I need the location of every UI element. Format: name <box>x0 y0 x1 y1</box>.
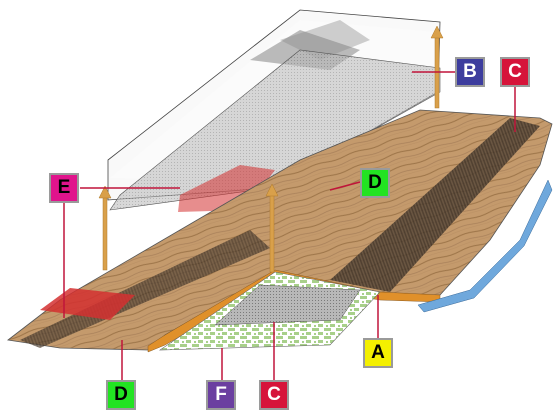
label-f: F <box>206 380 236 410</box>
base-layers <box>158 271 381 351</box>
leader-lines <box>63 71 516 380</box>
label-d-bottom: D <box>106 380 136 410</box>
label-b: B <box>455 57 485 87</box>
label-c-bottom: C <box>259 380 289 410</box>
label-e: E <box>49 173 79 203</box>
label-d-mid: D <box>360 168 390 198</box>
label-c-top: C <box>500 57 530 87</box>
label-a: A <box>363 338 393 368</box>
